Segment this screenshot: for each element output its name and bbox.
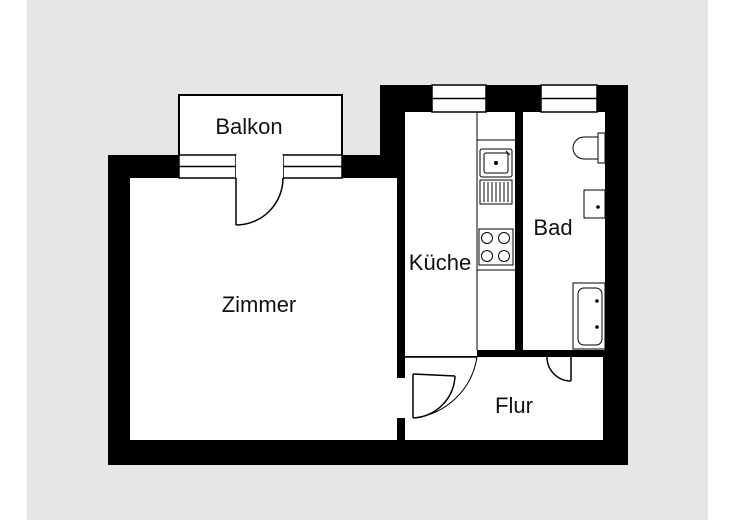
flur-floor bbox=[405, 357, 603, 440]
window-icon bbox=[178, 84, 598, 179]
stove-icon bbox=[478, 228, 514, 266]
sink-icon bbox=[479, 148, 513, 178]
drain-rack-icon bbox=[479, 179, 513, 205]
balkon-floor bbox=[178, 94, 343, 159]
room-label-bad: Bad bbox=[533, 215, 572, 240]
room-label-flur: Flur bbox=[495, 393, 533, 418]
interior-walls bbox=[397, 110, 605, 440]
zimmer-floor bbox=[130, 178, 397, 440]
bathtub-icon bbox=[572, 282, 606, 350]
door-swing-icon bbox=[546, 356, 572, 382]
room-label-balkon: Balkon bbox=[215, 114, 282, 139]
room-label-kueche: Küche bbox=[409, 250, 471, 275]
room-label-zimmer: Zimmer bbox=[222, 292, 297, 317]
door-swing-icon bbox=[405, 356, 478, 419]
washbasin-icon bbox=[583, 189, 606, 219]
door-swing-icon bbox=[235, 155, 284, 226]
door-opening-zimmer-flur bbox=[395, 378, 409, 418]
toilet-icon bbox=[572, 132, 606, 164]
kitchen-counter bbox=[476, 112, 515, 350]
